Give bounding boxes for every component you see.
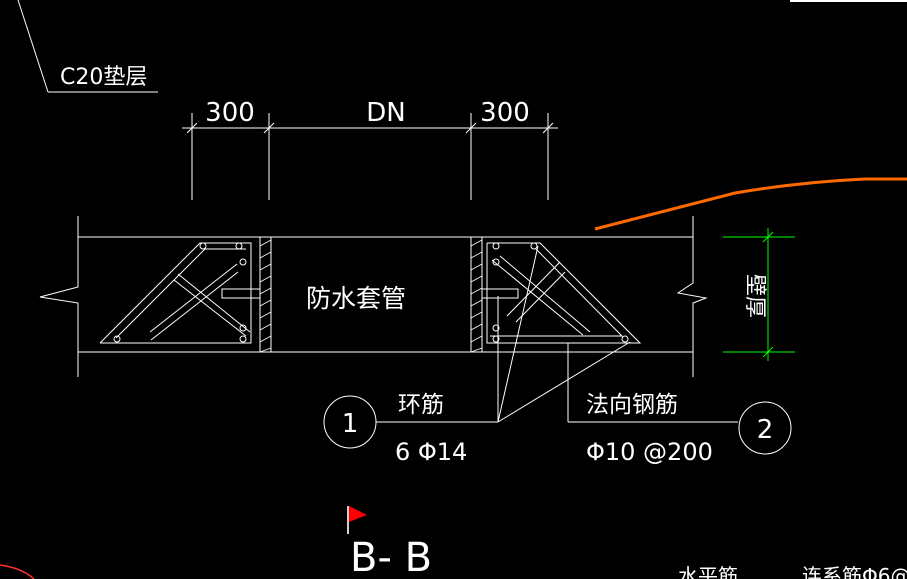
orange-curve <box>594 177 907 231</box>
callout-1-spec: 6 Φ14 <box>395 438 467 466</box>
layer-leader <box>17 0 158 93</box>
sleeve-label: 防水套管 <box>306 284 406 313</box>
callout-leaders <box>376 245 738 423</box>
callout-2-name: 法向钢筋 <box>586 392 678 418</box>
callout-2-circle <box>738 401 792 455</box>
layer-label: C20垫层 <box>60 65 147 90</box>
callout-2-spec: Φ10 @200 <box>586 438 713 466</box>
bottom-left-circle-fragment <box>0 564 35 579</box>
bottom-text-1: 水平筋 <box>678 564 738 579</box>
dimension-left: 300 <box>205 98 255 128</box>
wall-thickness-label: 壁厚 <box>742 274 767 318</box>
callout-1-number: 1 <box>342 409 359 439</box>
right-reinforcement <box>481 242 642 344</box>
callout-1-name: 环筋 <box>398 392 444 418</box>
bottom-text-2: 连系筋Φ6@ <box>802 564 907 579</box>
dimension-center: DN <box>366 98 405 128</box>
wall-outline <box>39 216 708 377</box>
section-title: B- B <box>350 535 432 579</box>
callout-2-number: 2 <box>757 415 774 445</box>
flag-icon[interactable] <box>347 506 367 534</box>
wall-thickness-dimension <box>723 228 795 361</box>
callout-1-circle <box>323 395 377 449</box>
dimension-lines <box>182 113 558 200</box>
dimension-right: 300 <box>480 98 530 128</box>
left-reinforcement <box>99 242 261 344</box>
